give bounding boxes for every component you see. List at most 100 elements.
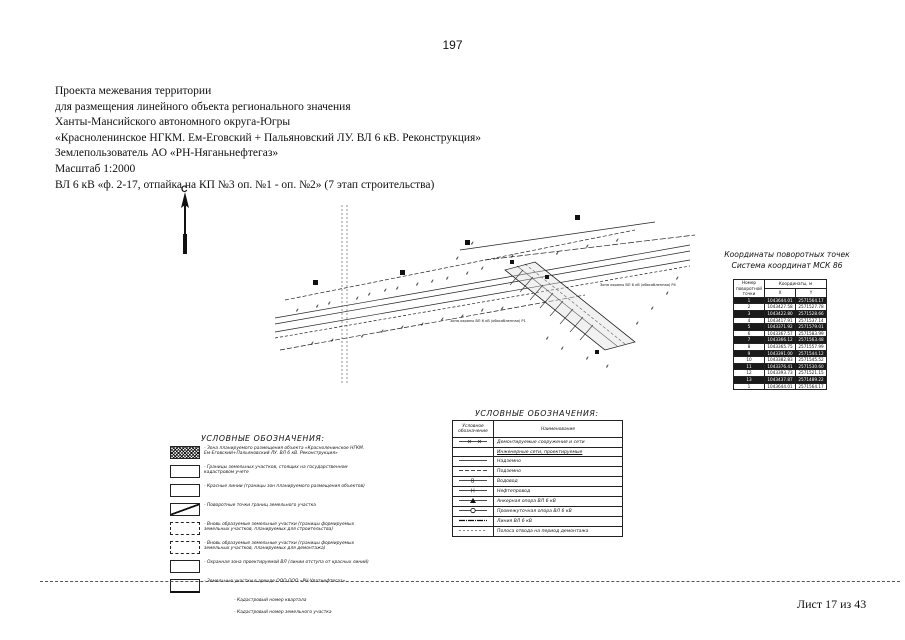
north-label: С	[181, 184, 188, 194]
page-number: 197	[442, 38, 463, 52]
legend-right-title: УСЛОВНЫЕ ОБОЗНАЧЕНИЯ:	[475, 409, 599, 418]
legend-right-row: Промежуточная опора ВЛ 6 кВ	[452, 506, 623, 518]
svg-text:⸙: ⸙	[585, 243, 590, 250]
coordinates-cell-y: 2571544.12	[795, 349, 828, 358]
legend-right-label: Анкерная опора ВЛ 6 кВ	[493, 496, 623, 508]
col-x: X	[764, 287, 797, 298]
coordinates-cell-n: 2	[732, 303, 766, 311]
coordinates-cell-n: 12	[732, 369, 766, 377]
svg-text:⸙: ⸙	[330, 337, 335, 344]
scale-line: Масштаб 1:2000	[55, 162, 136, 175]
legend-symbol-icon	[452, 466, 494, 478]
coordinates-cell-x: 1043417.91	[764, 316, 797, 325]
coordinates-system-line: Система координат МСК 86	[731, 261, 843, 270]
legend-left-row: - Охранная зона проектируемой ВЛ (линии …	[170, 560, 370, 579]
legend-swatch-icon	[170, 541, 200, 554]
svg-text:⸙: ⸙	[460, 313, 465, 320]
coordinates-cell-y: 2571557.99	[795, 342, 828, 351]
svg-text:⸙: ⸙	[465, 270, 470, 277]
coordinates-cell-n: 4	[732, 316, 766, 325]
svg-text:⸙: ⸙	[355, 295, 360, 302]
legend-left-label: - Кадастровый номер квартала	[234, 598, 307, 603]
coordinates-cell-y: 2571579.01	[795, 323, 828, 331]
coordinates-cell-y: 2571530.60	[795, 362, 828, 371]
legend-symbol-icon	[452, 516, 494, 528]
col-point-number: Номер поворотной точки	[732, 279, 766, 298]
map-zone-label-2: Зона охраны ВЛ 6 кВ (обособленная) Р4	[600, 283, 677, 287]
bottom-divider	[40, 581, 900, 582]
coordinates-cell-x: 1043644.01	[764, 382, 797, 391]
coordinates-cell-x: 1043391.00	[764, 349, 797, 358]
coordinates-cell-x: 1043437.87	[764, 375, 797, 384]
header-line: Проекта межевания территории	[55, 85, 212, 97]
coordinates-cell-x: 1043366.12	[764, 336, 797, 344]
coordinates-cell-x: 1043376.41	[764, 362, 797, 371]
svg-text:⸙: ⸙	[383, 287, 388, 294]
coordinates-cell-y: 2571528.66	[795, 309, 828, 318]
coordinates-cell-n: 10	[732, 356, 766, 364]
legend-left-row: - Границы земельных участков, стоящих на…	[170, 465, 370, 484]
svg-text:⸙: ⸙	[545, 335, 550, 342]
legend-left-list: - Зона планируемого размещения объекта «…	[170, 446, 370, 622]
coordinates-cell-y: 2571563.48	[795, 336, 828, 344]
svg-text:⸙: ⸙	[650, 305, 655, 312]
header-line: Ханты-Мансийского автономного округа-Югр…	[55, 116, 291, 129]
legend-symbol-icon	[452, 446, 494, 458]
svg-text:⸙: ⸙	[415, 281, 420, 288]
svg-text:⸙: ⸙	[470, 240, 475, 247]
coordinates-cell-y: 2571537.14	[795, 316, 828, 325]
coordinates-table: Номер поворотной точки Координаты, м X Y…	[732, 279, 828, 391]
coordinates-cell-y: 2571564.17	[795, 296, 828, 305]
svg-text:⸙: ⸙	[675, 275, 680, 282]
north-arrow-icon	[181, 192, 189, 254]
coordinates-cell-y: 2571545.52	[795, 356, 828, 364]
legend-left-label: - Кадастровый номер земельного участка	[234, 610, 332, 615]
legend-right-row: × × Демонтируемые сооружения и сети	[452, 437, 623, 448]
legend-right-table: Условное обозначение Наименование ××Демо…	[452, 420, 623, 538]
legend-left-label: - Вновь образуемые земельные участки (гр…	[204, 541, 355, 552]
legend-left-label: - Вновь образуемые земельные участки (гр…	[204, 522, 355, 533]
svg-text:⸙: ⸙	[295, 307, 300, 314]
legend-swatch-icon	[170, 446, 200, 459]
legend-right-label: Подземно	[493, 466, 623, 478]
legend-left-row: - Кадастровый номер земельного участка	[200, 610, 370, 622]
legend-right-label: Демонтируемые сооружения и сети	[493, 437, 623, 448]
header-line: «Красноленинское НГКМ. Ем-Еговский + Пал…	[55, 131, 482, 144]
legend-right-row: Надземно	[452, 456, 623, 468]
coordinates-cell-x: 1043367.57	[764, 329, 797, 338]
svg-text:⸙: ⸙	[315, 303, 320, 310]
legend-right-label: Промежуточная опора ВЛ 6 кВ	[493, 506, 623, 518]
svg-text:⸙: ⸙	[480, 265, 485, 272]
svg-text:×: ×	[477, 439, 482, 446]
header-line: ВЛ 6 кВ «ф. 2-17, отпайка на КП №3 оп. №…	[55, 178, 435, 191]
cadastral-map: ⸙⸙⸙ ⸙⸙⸙ ⸙⸙⸙ ⸙⸙⸙ ⸙⸙⸙ ⸙⸙⸙ ⸙⸙⸙ ⸙⸙⸙ ⸙⸙⸙ ⸙⸙⸙ …	[274, 205, 696, 385]
legend-left-row: - Вновь образуемые земельные участки (гр…	[170, 522, 370, 541]
legend-right-label: Полоса отвода на период демонтажа	[493, 526, 623, 538]
coordinates-cell-n: 5	[732, 323, 766, 331]
svg-text:В: В	[471, 479, 475, 485]
coordinates-cell-y: 2571521.15	[795, 369, 828, 377]
legend-swatch-icon	[170, 522, 200, 535]
legend-symbol-icon	[452, 456, 494, 468]
coordinates-cell-y: 2571489.22	[795, 375, 828, 384]
col-y: Y	[795, 287, 828, 298]
legend-symbol-icon	[452, 496, 494, 508]
map-zone-label-1: Зона охраны ВЛ 6 кВ (обособленная) Р1	[450, 319, 526, 323]
col-coordinates: Координаты, м	[764, 279, 828, 289]
svg-text:⸙: ⸙	[480, 307, 485, 314]
svg-text:×: ×	[467, 439, 472, 446]
legend-left-row: - Зона планируемого размещения объекта «…	[170, 446, 370, 465]
